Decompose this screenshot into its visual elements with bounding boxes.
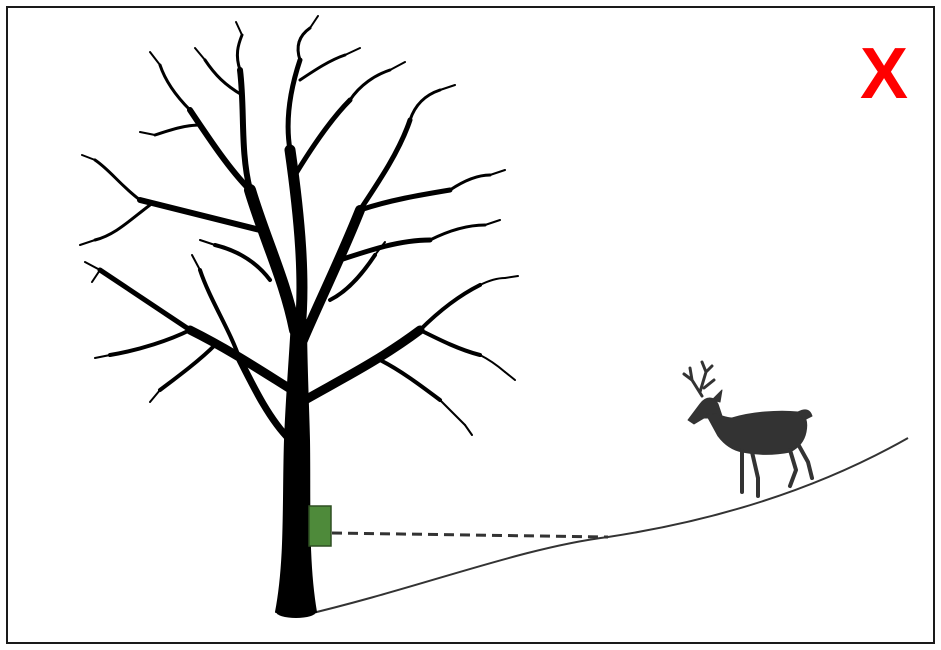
camera-sight-line xyxy=(332,533,608,537)
ground-slope-line xyxy=(300,438,908,616)
incorrect-x-mark: X xyxy=(852,34,916,114)
tree-icon xyxy=(80,16,518,618)
trail-camera-icon xyxy=(309,506,331,546)
deer-icon xyxy=(684,362,812,496)
